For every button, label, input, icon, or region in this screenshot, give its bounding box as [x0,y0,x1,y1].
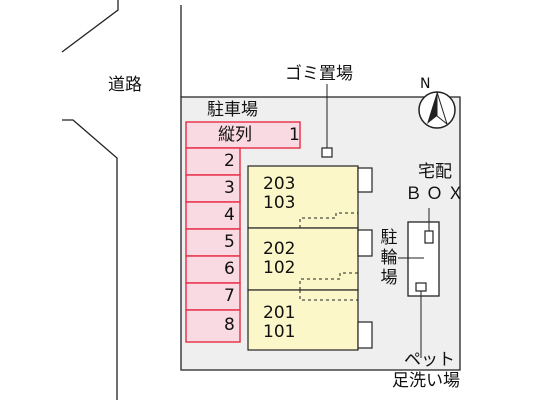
garbage-box [321,147,333,158]
unit-label-upper: 203 [263,174,296,194]
parking-space-3-number: 3 [224,178,235,198]
parking-space-6 [185,255,241,284]
delivery-label-line1: 宅配 [418,162,452,182]
dashed-division-a [299,212,358,228]
pet-label-line1: ペット [404,350,455,370]
unit-label-upper: 202 [263,239,296,259]
parking-space-1-number: 1 [289,125,300,145]
parking-space-5 [185,228,241,257]
parking-space-4-number: 4 [224,205,235,225]
unit-label-lower: 101 [263,322,296,342]
parking-space-2 [185,147,241,176]
unit-block-b [247,227,359,291]
balcony-b [357,229,373,257]
bicycle-label: 駐輪場 [380,228,398,288]
parking-label: 駐車場 [207,100,258,120]
parking-space-7-number: 7 [224,286,235,306]
parking-space-2-number: 2 [224,151,235,171]
compass-icon [418,91,456,129]
parking-space-8 [185,309,241,343]
parking-space-1-prefix: 縦列 [218,125,252,145]
unit-label-lower: 103 [263,193,296,213]
pet-wash-station [415,282,427,292]
road-line-upper [61,0,119,53]
parking-space-1 [185,121,301,149]
delivery-box [424,230,434,244]
unit-label-upper: 201 [263,303,296,323]
north-label: N [420,76,431,92]
building [247,165,373,351]
dashed-division-b [299,272,358,290]
balcony-c [357,321,373,349]
parking-space-7 [185,282,241,311]
parking-space-6-number: 6 [224,259,235,279]
parking-area [185,121,301,343]
dashed-division-c [299,290,358,301]
balcony-a [357,167,373,193]
unit-label-lower: 102 [263,258,296,278]
road-line-lower [62,119,118,400]
pet-label-line2: 足洗い場 [392,371,460,391]
garbage-label: ゴミ置場 [285,64,353,84]
road-label: 道路 [108,75,142,95]
delivery-label-line2: ＢＯＸ [405,184,468,204]
parking-space-8-number: 8 [224,315,235,335]
parking-space-3 [185,174,241,203]
parking-space-5-number: 5 [224,232,235,252]
